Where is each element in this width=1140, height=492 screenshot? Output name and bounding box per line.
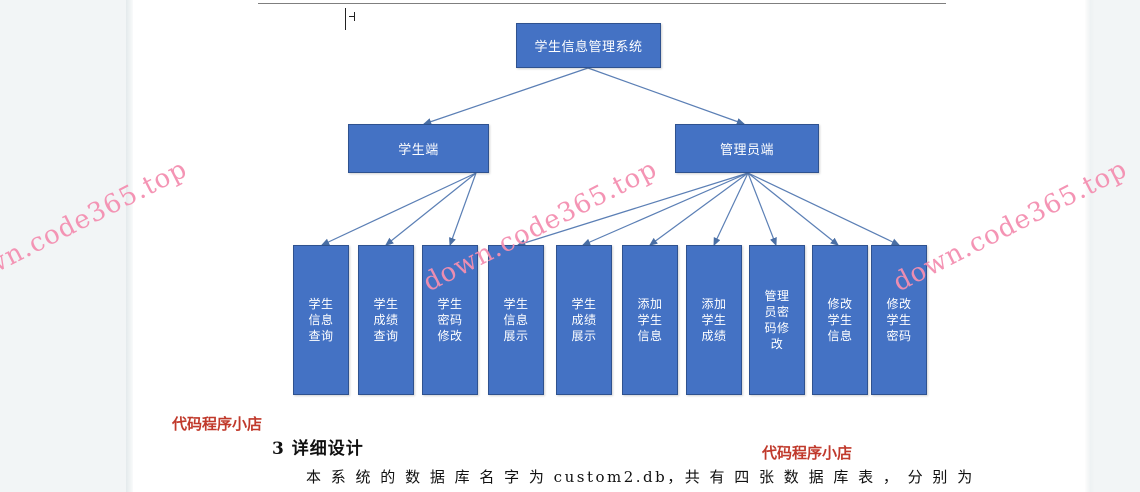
node-admin-client[interactable]: 管理员端 (675, 124, 819, 173)
text-cursor-pilcrow (344, 8, 358, 30)
node-admin-password-change-label: 管理员密码修改 (764, 289, 790, 351)
page-edge-left (126, 0, 134, 492)
node-student-info-display-label: 学生信息展示 (503, 297, 529, 343)
node-student-score-display[interactable]: 学生成绩展示 (556, 245, 612, 395)
node-add-student-score[interactable]: 添加学生成绩 (686, 245, 742, 395)
node-student-info-query-label: 学生信息查询 (308, 297, 334, 343)
node-modify-student-password[interactable]: 修改学生密码 (871, 245, 927, 395)
node-add-student-info[interactable]: 添加学生信息 (622, 245, 678, 395)
node-root[interactable]: 学生信息管理系统 (516, 23, 661, 68)
node-student-score-query[interactable]: 学生成绩查询 (358, 245, 414, 395)
node-student-client[interactable]: 学生端 (348, 124, 489, 173)
node-modify-student-info[interactable]: 修改学生信息 (812, 245, 868, 395)
page-edge-right (1085, 0, 1095, 492)
section-body-text: 本 系 统 的 数 据 库 名 字 为 custom2.db，共 有 四 张 数… (306, 468, 975, 486)
header-rule (258, 3, 946, 4)
node-add-student-score-label: 添加学生成绩 (701, 297, 727, 343)
node-modify-student-password-label: 修改学生密码 (886, 297, 912, 343)
node-student-info-query[interactable]: 学生信息查询 (293, 245, 349, 395)
node-student-info-display[interactable]: 学生信息展示 (488, 245, 544, 395)
shop-watermark-right: 代码程序小店 (762, 444, 853, 462)
node-admin-client-label: 管理员端 (719, 143, 774, 158)
node-student-password-change[interactable]: 学生密码修改 (422, 245, 478, 395)
node-modify-student-info-label: 修改学生信息 (827, 297, 853, 343)
node-add-student-info-label: 添加学生信息 (637, 297, 663, 343)
node-root-label: 学生信息管理系统 (534, 40, 643, 55)
node-admin-password-change[interactable]: 管理员密码修改 (749, 245, 805, 395)
shop-watermark-left: 代码程序小店 (172, 415, 263, 433)
node-student-password-change-label: 学生密码修改 (437, 297, 463, 343)
node-student-client-label: 学生端 (398, 143, 439, 158)
section-heading: 3 详细设计 (272, 439, 364, 459)
node-student-score-query-label: 学生成绩查询 (373, 297, 399, 343)
node-student-score-display-label: 学生成绩展示 (571, 297, 597, 343)
